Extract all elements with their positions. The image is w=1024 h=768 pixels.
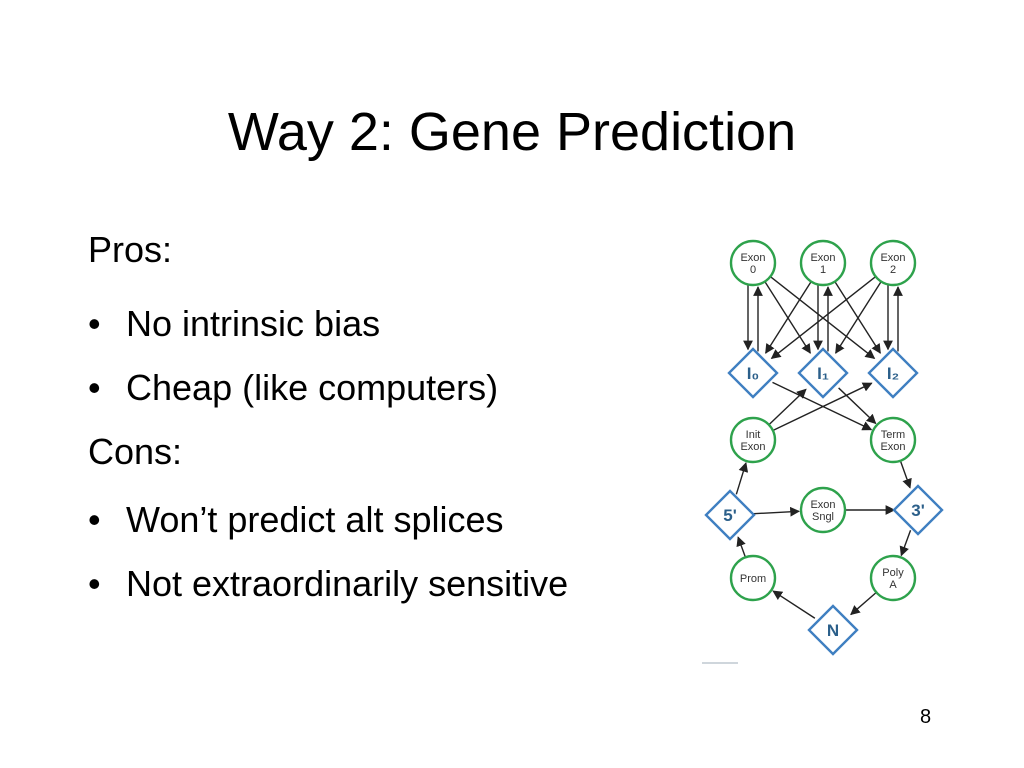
edge-init-exon-to-i2 (772, 382, 873, 432)
exon-0-node-label: 0 (750, 264, 756, 276)
intron-1-node-shape (797, 347, 849, 399)
edge-n-to-prom (772, 590, 816, 619)
bullet-icon: • (88, 563, 101, 604)
promoter-node: Prom (729, 554, 777, 602)
exon-single-node-label: Sngl (812, 511, 834, 523)
edge-exon1-to-i2 (834, 281, 881, 354)
bullet-icon: • (88, 499, 101, 540)
cons-heading: Cons: (88, 431, 183, 472)
poly-a-node-label: A (889, 579, 897, 591)
edge-init-exon-to-i1 (768, 388, 807, 426)
cons-item-text: Not extraordinarily sensitive (126, 563, 569, 604)
intron-1-node-label: I₁ (817, 364, 829, 383)
exon-2-node-shape (869, 239, 917, 287)
edge-exon1-to-i0 (765, 281, 812, 354)
term-exon-node-label: Term (881, 429, 905, 441)
edge-five-prime-to-init-exon (735, 462, 749, 495)
exon-2-node-label: Exon (880, 252, 905, 264)
init-exon-node-label: Init (746, 429, 761, 441)
poly-a-node-shape (869, 554, 917, 602)
exon-single-node-label: Exon (810, 499, 835, 511)
three-prime-node-shape (892, 484, 944, 536)
edge-five-prime-to-exon-sngl (751, 506, 801, 517)
intron-0-node-shape (727, 347, 779, 399)
five-prime-node: 5' (704, 489, 756, 541)
cons-item-text: Won’t predict alt splices (126, 499, 504, 540)
edge-i1-to-term-exon (838, 387, 877, 425)
edge-exon2-to-i0 (770, 276, 877, 360)
edge-exon0-to-i2 (769, 276, 876, 360)
slide-title: Way 2: Gene Prediction (227, 102, 797, 162)
bullet-icon: • (88, 367, 101, 408)
intergenic-n-node: N (807, 604, 859, 656)
promoter-node-shape (729, 554, 777, 602)
exon-0-node-shape (729, 239, 777, 287)
intron-2-node-label: I₂ (887, 364, 899, 383)
exon-single-node-shape (799, 486, 847, 534)
term-exon-node-label: Exon (880, 441, 905, 453)
intron-1-node: I₁ (797, 347, 849, 399)
pros-item-text: No intrinsic bias (126, 303, 381, 344)
promoter-node-label: Prom (740, 573, 766, 585)
exon-2-node-label: 2 (890, 264, 896, 276)
edge-prom-to-five-prime (736, 536, 747, 558)
init-exon-node-label: Exon (740, 441, 765, 453)
edge-term-exon-to-three-prime (899, 460, 912, 489)
edge-exon0-to-i1 (764, 281, 811, 354)
intron-0-node: I₀ (727, 347, 779, 399)
diagram-edges (735, 276, 912, 619)
intron-0-node-label: I₀ (747, 364, 759, 383)
init-exon-node-shape (729, 416, 777, 464)
five-prime-node-shape (704, 489, 756, 541)
intergenic-n-node-label: N (827, 621, 839, 640)
three-prime-node-label: 3' (911, 501, 925, 520)
pros-item-text: Cheap (like computers) (126, 367, 499, 408)
pros-heading: Pros: (88, 229, 173, 270)
exon-1-node-label: Exon (810, 252, 835, 264)
edge-three-prime-to-poly-a (899, 530, 912, 557)
edge-exon2-to-i1 (835, 281, 882, 354)
edge-i0-to-term-exon (772, 381, 873, 431)
edge-poly-a-to-n (850, 591, 877, 616)
intron-2-node: I₂ (867, 347, 919, 399)
exon-1-node-shape (799, 239, 847, 287)
poly-a-node-label: Poly (882, 567, 904, 579)
exon-0-node-label: Exon (740, 252, 765, 264)
intergenic-n-node-shape (807, 604, 859, 656)
three-prime-node: 3' (892, 484, 944, 536)
bullet-icon: • (88, 303, 101, 344)
five-prime-node-label: 5' (723, 506, 737, 525)
term-exon-node-shape (869, 416, 917, 464)
intron-2-node-shape (867, 347, 919, 399)
page-number: 8 (920, 706, 932, 728)
exon-1-node-label: 1 (820, 264, 826, 276)
